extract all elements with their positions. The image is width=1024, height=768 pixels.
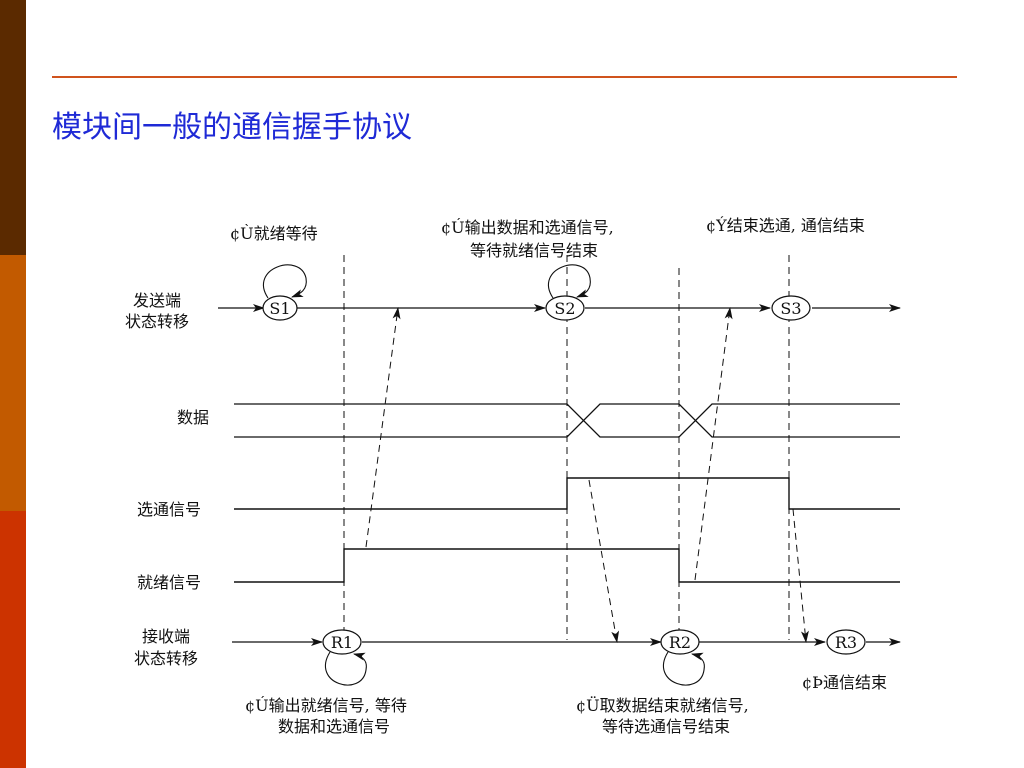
annotation-r1-line1: ¢Ú输出就绪信号, 等待 bbox=[245, 695, 407, 715]
svg-text:R3: R3 bbox=[835, 633, 857, 652]
left-labels: 发送端 状态转移 数据 选通信号 就绪信号 接收端 状态转移 bbox=[125, 291, 209, 668]
sidebar-stripe-middle bbox=[0, 255, 26, 511]
sidebar-stripe-bottom bbox=[0, 511, 26, 768]
strobe-label: 选通信号 bbox=[137, 500, 201, 519]
page-title: 模块间一般的通信握手协议 bbox=[52, 110, 412, 145]
self-loop-r1 bbox=[324, 651, 367, 686]
sender-label-line2: 状态转移 bbox=[125, 312, 189, 331]
svg-text:R2: R2 bbox=[669, 633, 691, 652]
state-s2: S2 bbox=[545, 295, 585, 321]
data-bus-waveform bbox=[234, 403, 900, 438]
receiver-label-line2: 状态转移 bbox=[134, 649, 198, 668]
self-loop-s1 bbox=[262, 264, 307, 299]
state-s3: S3 bbox=[771, 295, 811, 321]
receiver-label-line1: 接收端 bbox=[142, 627, 190, 646]
svg-text:R1: R1 bbox=[331, 633, 353, 652]
self-loop-s2 bbox=[547, 264, 591, 299]
ready-waveform bbox=[234, 548, 900, 583]
svg-text:S2: S2 bbox=[554, 299, 575, 318]
annotations: ¢Ù就绪等待 ¢Ú输出数据和选通信号, 等待就绪信号结束 ¢Ý结束选通, 通信结… bbox=[230, 215, 887, 736]
svg-text:S1: S1 bbox=[269, 299, 290, 318]
sidebar-stripe-top bbox=[0, 0, 26, 255]
annotation-s2-line2: 等待就绪信号结束 bbox=[470, 241, 598, 260]
svg-text:S3: S3 bbox=[780, 299, 801, 318]
state-r3: R3 bbox=[826, 629, 866, 655]
self-loop-r2 bbox=[662, 651, 705, 686]
causality-arrows bbox=[365, 307, 809, 643]
annotation-s3: ¢Ý结束选通, 通信结束 bbox=[706, 215, 865, 235]
annotation-r2-line1: ¢Ü取数据结束就绪信号, bbox=[576, 695, 749, 715]
state-s1: S1 bbox=[262, 295, 298, 321]
state-r2: R2 bbox=[660, 629, 700, 655]
annotation-r1-line2: 数据和选通信号 bbox=[278, 717, 390, 736]
annotation-s1: ¢Ù就绪等待 bbox=[230, 223, 318, 243]
annotation-r3: ¢Þ通信结束 bbox=[802, 673, 887, 692]
data-label: 数据 bbox=[177, 408, 209, 427]
strobe-waveform bbox=[234, 477, 900, 510]
title-rule bbox=[52, 76, 957, 78]
ready-label: 就绪信号 bbox=[137, 573, 201, 592]
annotation-r2-line2: 等待选通信号结束 bbox=[602, 717, 730, 736]
sender-label-line1: 发送端 bbox=[133, 291, 181, 310]
annotation-s2-line1: ¢Ú输出数据和选通信号, bbox=[441, 217, 614, 237]
state-r1: R1 bbox=[322, 629, 362, 655]
